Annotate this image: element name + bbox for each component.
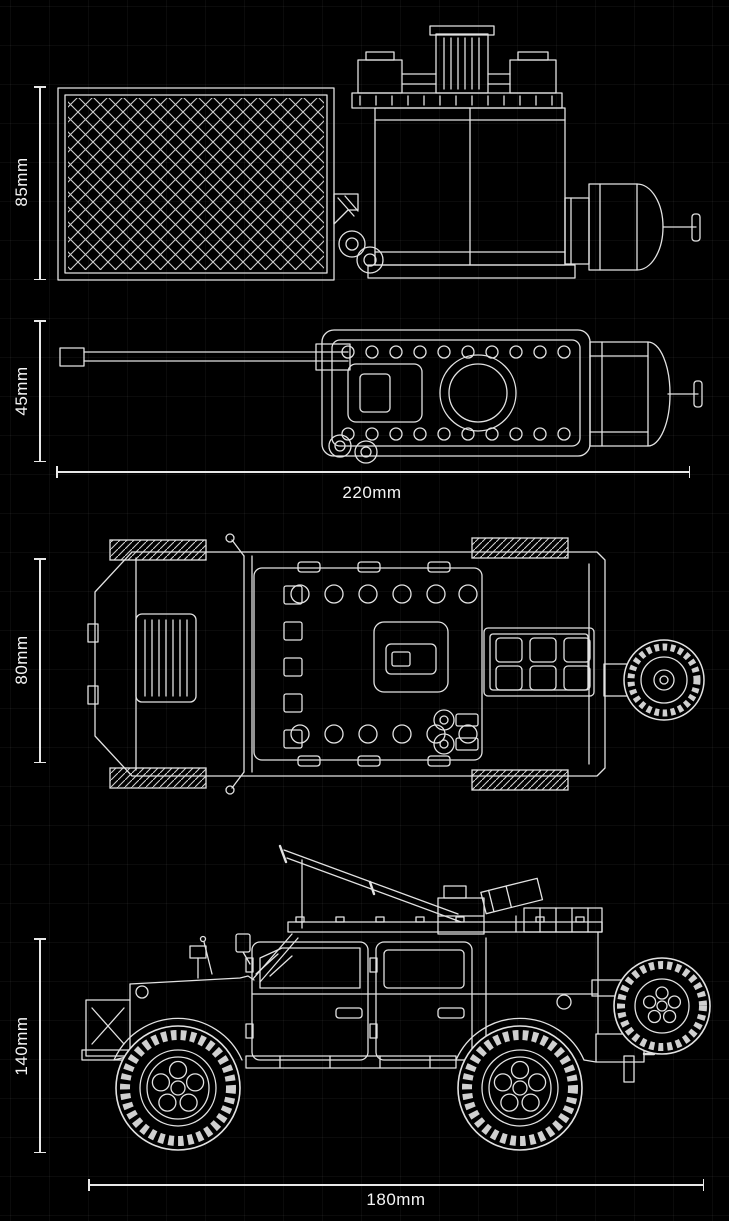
roof-rack bbox=[287, 916, 603, 933]
turret-top-width-dimension-line bbox=[35, 320, 45, 462]
turret-length-dimension-line bbox=[56, 467, 690, 477]
turret-main-box bbox=[367, 107, 576, 279]
turret-module-rear-view bbox=[57, 25, 701, 281]
hood-vent-grille bbox=[135, 613, 197, 703]
windshield-frame bbox=[243, 555, 253, 773]
top-stud-plate bbox=[351, 92, 563, 109]
spare-wheel-side bbox=[591, 957, 711, 1055]
vehicle-length-dimension-label: 180mm bbox=[366, 1190, 426, 1209]
front-bumper-winch bbox=[81, 999, 135, 1061]
vehicle-top-width-dimension-line bbox=[35, 558, 45, 763]
vehicle-length-dimension-line bbox=[88, 1180, 704, 1190]
side-mirrors-top bbox=[225, 533, 245, 795]
turret-module-top-view bbox=[59, 329, 703, 464]
turret-height-dimension-line bbox=[35, 86, 45, 280]
spare-wheel-top bbox=[603, 639, 705, 721]
vehicle-height-dimension-line bbox=[35, 938, 45, 1153]
storage-drum-top bbox=[589, 341, 671, 447]
rear-wheel bbox=[458, 1026, 582, 1150]
rear-roof-rack-box bbox=[523, 907, 603, 933]
storage-drum bbox=[564, 183, 664, 271]
turret-length-dimension-label: 220mm bbox=[342, 483, 402, 502]
body-outline bbox=[113, 931, 656, 1083]
turret-height-dimension-label: 85mm bbox=[12, 157, 31, 207]
net-mount-step bbox=[333, 193, 359, 225]
vehicle-height-dimension-label: 140mm bbox=[12, 1016, 31, 1076]
twin-exhausts-top bbox=[433, 709, 479, 755]
vehicle-top-width-dimension-label: 80mm bbox=[12, 635, 31, 685]
fender-arches bbox=[113, 1017, 585, 1061]
front-door bbox=[245, 941, 369, 1061]
turret-top-width-dimension-label: 45mm bbox=[12, 366, 31, 416]
smoke-launcher-cylinders bbox=[338, 230, 384, 274]
front-wheel bbox=[116, 1026, 240, 1150]
antenna-mast-assembly bbox=[357, 25, 557, 94]
vehicle-top-view bbox=[87, 533, 705, 795]
crank-handle bbox=[662, 213, 701, 242]
cargo-net-panel bbox=[57, 87, 335, 281]
cowl-antennas bbox=[189, 935, 293, 979]
turret-mount bbox=[437, 877, 544, 935]
door-hinge-blocks bbox=[283, 585, 303, 749]
crank-handle-top bbox=[667, 380, 703, 408]
fender-tread-plates bbox=[109, 537, 569, 791]
smoke-launchers-top bbox=[328, 434, 378, 464]
roof-plate bbox=[253, 561, 483, 767]
sunroof-grid bbox=[483, 627, 595, 697]
cannon-barrel bbox=[278, 844, 462, 929]
side-mirror bbox=[235, 933, 251, 965]
vehicle-side-view bbox=[81, 844, 711, 1168]
roof-hatch bbox=[373, 621, 449, 693]
gun-barrel bbox=[59, 343, 351, 371]
turret-body bbox=[321, 329, 591, 457]
rear-door bbox=[369, 941, 473, 1061]
running-board bbox=[245, 1055, 457, 1069]
